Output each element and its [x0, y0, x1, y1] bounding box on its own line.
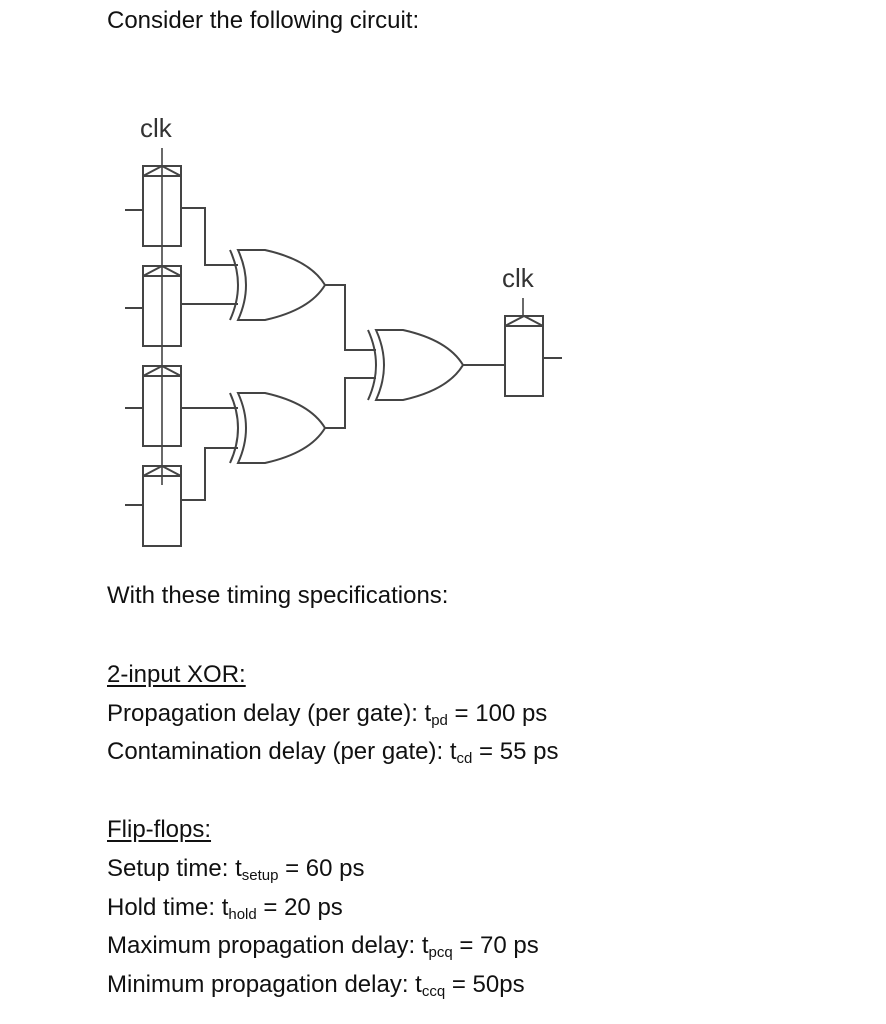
intro-text: Consider the following circuit: [107, 7, 420, 34]
timing-intro: With these timing specifications: [107, 582, 449, 609]
xor-heading: 2-input XOR: [107, 661, 246, 688]
xor-pd-line: Propagation delay (per gate): tpd = 100 … [107, 700, 548, 729]
xor-cd-line: Contamination delay (per gate): tcd = 55… [107, 738, 559, 767]
ff-heading: Flip-flops: [107, 816, 212, 843]
xor-gate-top [229, 249, 327, 321]
flip-flop-output [504, 314, 544, 397]
flip-flop-4 [125, 464, 182, 547]
clk-label-left: clk [140, 113, 173, 143]
xor-gate-final [367, 329, 465, 401]
flip-flop-3 [125, 364, 182, 447]
clk-label-right: clk [502, 263, 535, 293]
flip-flop-2 [125, 264, 182, 347]
ff-hold-line: Hold time: thold = 20 ps [107, 894, 343, 923]
flip-flop-1 [125, 164, 182, 247]
ff-ccq-line: Minimum propagation delay: tccq = 50ps [107, 971, 525, 1000]
ff-setup-line: Setup time: tsetup = 60 ps [107, 855, 365, 884]
wires [181, 207, 562, 501]
ff-pcq-line: Maximum propagation delay: tpcq = 70 ps [107, 932, 539, 961]
xor-gate-bottom [229, 392, 327, 464]
circuit-diagram: clk clk [125, 113, 562, 547]
